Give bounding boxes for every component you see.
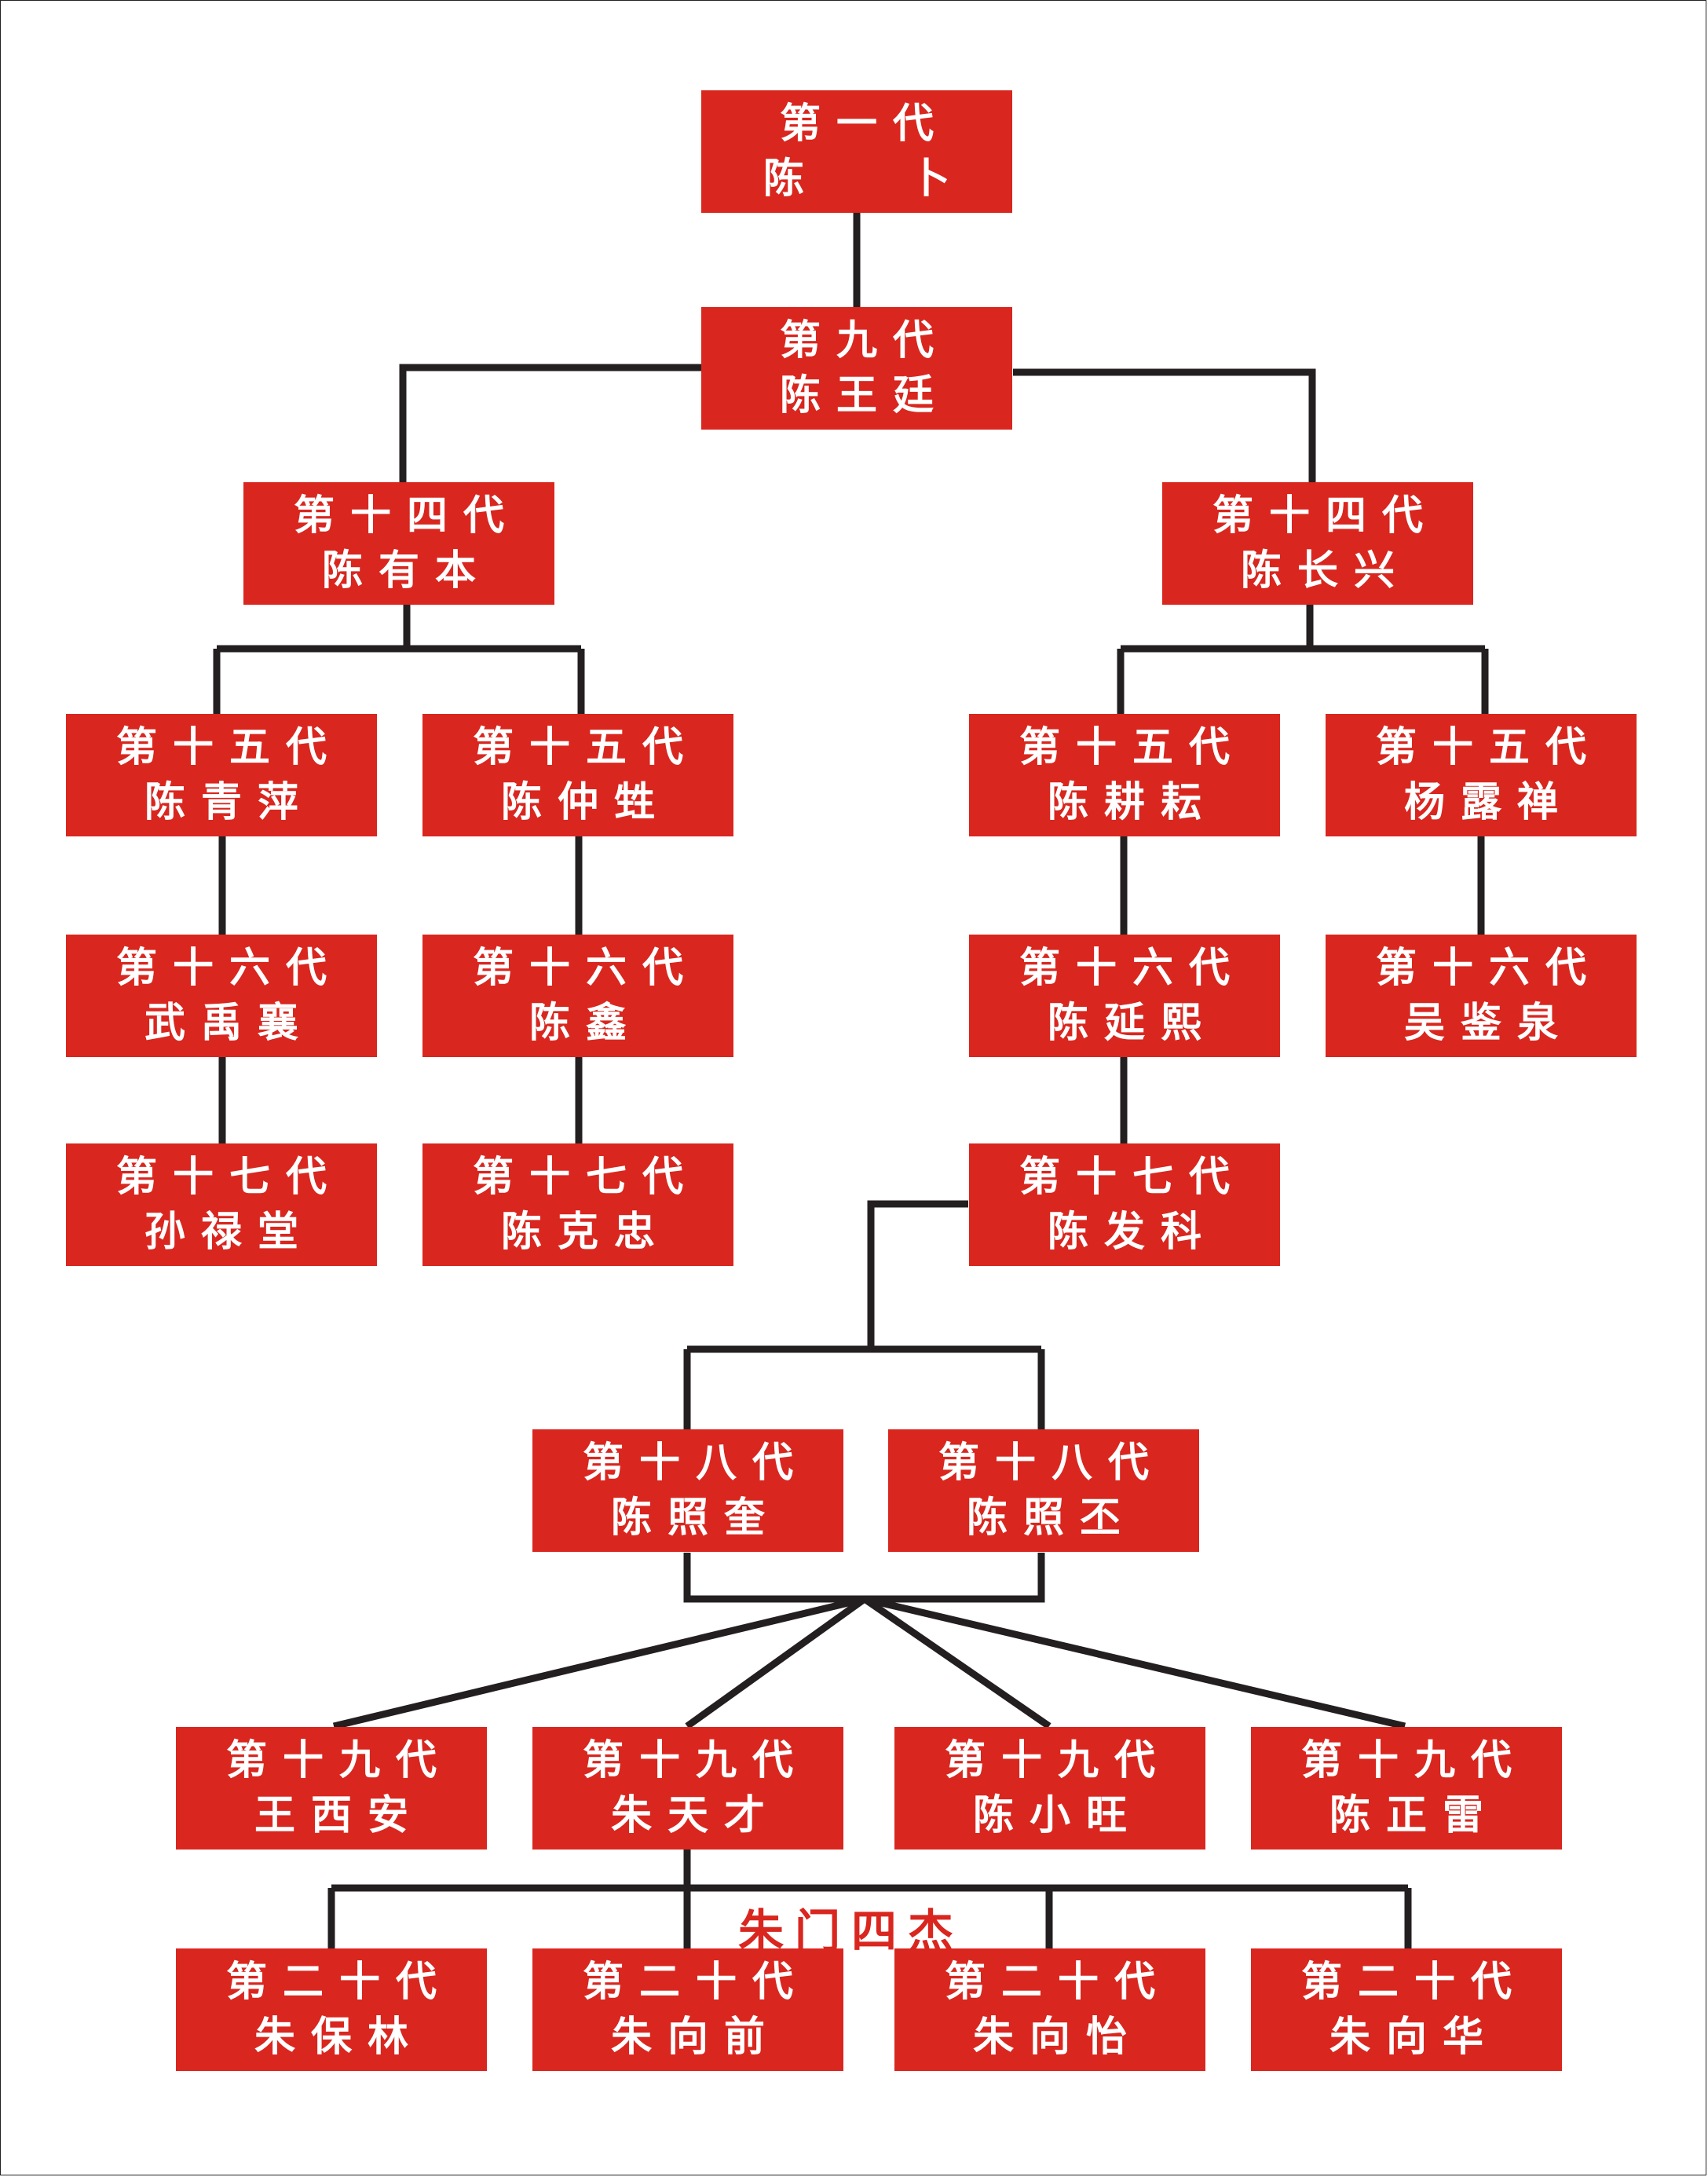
node-generation: 第十九代	[1300, 1736, 1527, 1784]
connector-g17c-g18	[683, 1200, 1045, 1432]
node-generation: 第十六代	[115, 943, 342, 992]
node-g20a: 第二十代 朱保林	[176, 1948, 487, 2071]
node-name: 朱天才	[610, 1791, 781, 1839]
node-g14b: 第十四代 陈长兴	[1162, 482, 1473, 605]
node-g20c: 第二十代 朱向怡	[894, 1948, 1205, 2071]
node-generation: 第二十代	[582, 1957, 809, 2006]
node-name: 陈正雷	[1329, 1791, 1499, 1839]
node-g15b: 第十五代 陈仲甡	[422, 714, 733, 836]
node-name: 陈王廷	[779, 371, 949, 419]
node-g1: 第一代 陈 卜	[701, 90, 1012, 213]
node-g17b: 第十七代 陈克忠	[422, 1143, 733, 1266]
node-generation: 第二十代	[225, 1957, 452, 2006]
node-name: 武禹襄	[144, 999, 314, 1047]
connector-g9-g14a	[399, 364, 702, 485]
node-g20b: 第二十代 朱向前	[532, 1948, 843, 2071]
node-generation: 第十九代	[582, 1736, 809, 1784]
node-generation: 第十六代	[472, 943, 699, 992]
node-g14a: 第十四代 陈有本	[243, 482, 554, 605]
node-name: 陈耕耘	[1047, 778, 1217, 826]
node-generation: 第十六代	[1375, 943, 1602, 992]
connector-g19b-g20	[327, 1848, 1412, 1951]
connector-g18-to-g19b	[685, 1596, 867, 1729]
node-generation: 第十四代	[293, 491, 520, 540]
node-name: 朱向前	[610, 2013, 781, 2061]
node-name: 陈有本	[321, 547, 492, 595]
node-g15c: 第十五代 陈耕耘	[969, 714, 1280, 836]
node-g19d: 第十九代 陈正雷	[1251, 1727, 1562, 1850]
node-g19a: 第十九代 王西安	[176, 1727, 487, 1850]
node-name: 陈克忠	[500, 1208, 671, 1256]
node-g15d: 第十五代 杨露禅	[1326, 714, 1637, 836]
connector-g18-to-g19c	[862, 1596, 1051, 1729]
node-name: 朱保林	[254, 2013, 424, 2061]
node-generation: 第十七代	[1019, 1152, 1245, 1201]
node-name: 王西安	[254, 1791, 424, 1839]
node-name: 朱向华	[1329, 2013, 1499, 2061]
node-generation: 第十七代	[472, 1152, 699, 1201]
node-generation: 第十五代	[115, 723, 342, 771]
node-generation: 第十九代	[225, 1736, 452, 1784]
node-name: 陈照丕	[966, 1494, 1136, 1542]
node-name: 陈仲甡	[500, 778, 671, 826]
node-name: 陈 卜	[763, 155, 967, 203]
node-generation: 第十六代	[1019, 943, 1245, 992]
node-name: 陈鑫	[528, 999, 642, 1047]
node-g19b: 第十九代 朱天才	[532, 1727, 843, 1850]
node-generation: 第十八代	[938, 1438, 1165, 1487]
node-generation: 第十五代	[1375, 723, 1602, 771]
connector-g18-merge	[683, 1553, 1045, 1603]
node-generation: 第一代	[779, 99, 949, 148]
connector-g9-g14b	[1013, 368, 1316, 485]
node-generation: 第二十代	[1300, 1957, 1527, 2006]
node-g18a: 第十八代 陈照奎	[532, 1429, 843, 1552]
connector-g14a-g15	[213, 605, 585, 715]
node-g16b: 第十六代 陈鑫	[422, 935, 733, 1057]
node-name: 吴鉴泉	[1403, 999, 1574, 1047]
node-generation: 第十九代	[944, 1736, 1171, 1784]
node-g16a: 第十六代 武禹襄	[66, 935, 377, 1057]
connector-g14b-g15	[1117, 605, 1489, 715]
node-name: 陈发科	[1047, 1208, 1217, 1256]
node-name: 陈小旺	[972, 1791, 1143, 1839]
node-generation: 第十七代	[115, 1152, 342, 1201]
connector-g18-to-g19d	[863, 1595, 1406, 1730]
node-name: 陈青萍	[144, 778, 314, 826]
connector-g18-to-g19a	[332, 1595, 866, 1730]
node-generation: 第十八代	[582, 1438, 809, 1487]
node-generation: 第十五代	[472, 723, 699, 771]
node-g16c: 第十六代 陈延熙	[969, 935, 1280, 1057]
node-g16d: 第十六代 吴鉴泉	[1326, 935, 1637, 1057]
node-g17c: 第十七代 陈发科	[969, 1143, 1280, 1266]
node-g17a: 第十七代 孙禄堂	[66, 1143, 377, 1266]
node-name: 陈照奎	[610, 1494, 781, 1542]
node-generation: 第九代	[779, 316, 949, 364]
node-name: 杨露禅	[1403, 778, 1574, 826]
node-g9: 第九代 陈王廷	[701, 307, 1012, 430]
node-name: 陈延熙	[1047, 999, 1217, 1047]
node-g18b: 第十八代 陈照丕	[888, 1429, 1199, 1552]
node-g15a: 第十五代 陈青萍	[66, 714, 377, 836]
node-name: 朱向怡	[972, 2013, 1143, 2061]
node-name: 孙禄堂	[144, 1208, 314, 1256]
group-caption: 朱门四杰	[738, 1904, 965, 1958]
node-g20d: 第二十代 朱向华	[1251, 1948, 1562, 2071]
node-generation: 第十四代	[1212, 491, 1439, 540]
node-g19c: 第十九代 陈小旺	[894, 1727, 1205, 1850]
node-name: 陈长兴	[1240, 547, 1410, 595]
node-generation: 第十五代	[1019, 723, 1245, 771]
node-generation: 第二十代	[944, 1957, 1171, 2006]
